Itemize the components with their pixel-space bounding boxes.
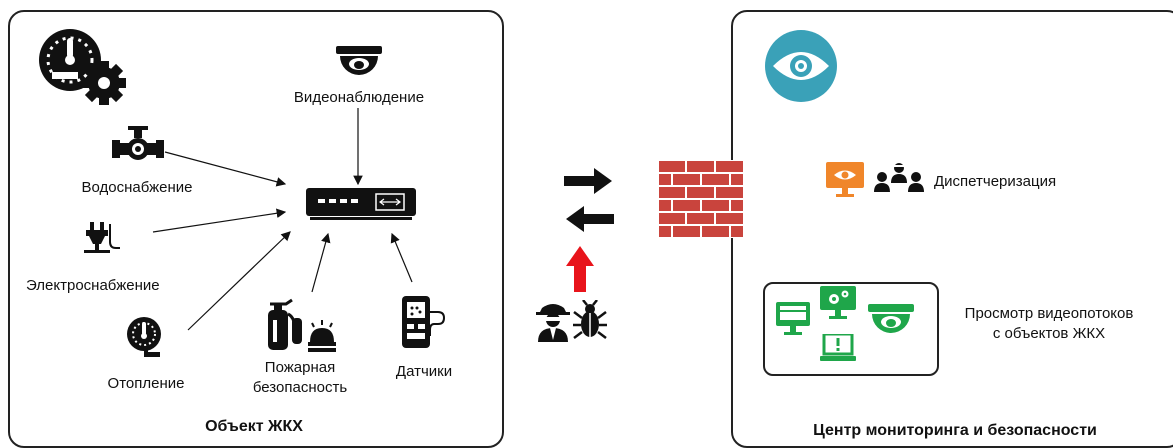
water-valve-icon [112,126,164,160]
fire-extinguisher-icon [268,298,336,352]
water-supply-label: Водоснабжение [81,179,193,196]
video-view-label-line2: с объектов ЖКХ [992,325,1106,342]
green-dome-camera-icon [868,304,914,333]
hacker-icon [536,304,570,342]
sensors-label: Датчики [395,363,453,380]
fire-safety-label-line2: безопасность [252,379,348,396]
gauge-gear-icon [39,29,126,105]
dispatch-monitor-icon [826,162,864,197]
heating-label: Отопление [107,375,185,392]
green-laptop-alert-icon [820,334,856,361]
green-monitor-icon [776,302,810,335]
video-view-label-line1: Просмотр видеопотоков [964,305,1134,322]
object-panel-title: Объект ЖКХ [205,418,303,435]
dispatch-label: Диспетчеризация [934,173,1057,190]
connection-arrows [152,108,413,331]
network-switch-icon [306,188,416,220]
operators-icon [874,163,924,192]
monitoring-center-title: Центр мониторинга и безопасности [813,422,1097,439]
monitoring-eye-icon [765,30,837,102]
bug-icon [573,300,607,339]
firewall-icon [658,160,744,238]
power-supply-label: Электроснабжение [26,277,160,294]
video-surveillance-label: Видеонаблюдение [293,89,425,106]
dome-camera-icon [336,46,382,75]
fire-safety-label-line1: Пожарная [264,359,336,376]
sensor-device-icon [402,296,446,348]
attack-arrow-icon [566,246,594,292]
green-settings-monitor-icon [820,286,856,319]
power-plug-icon [84,222,120,253]
data-exchange-arrows-icon [564,168,614,232]
heating-gauge-icon [127,317,161,357]
